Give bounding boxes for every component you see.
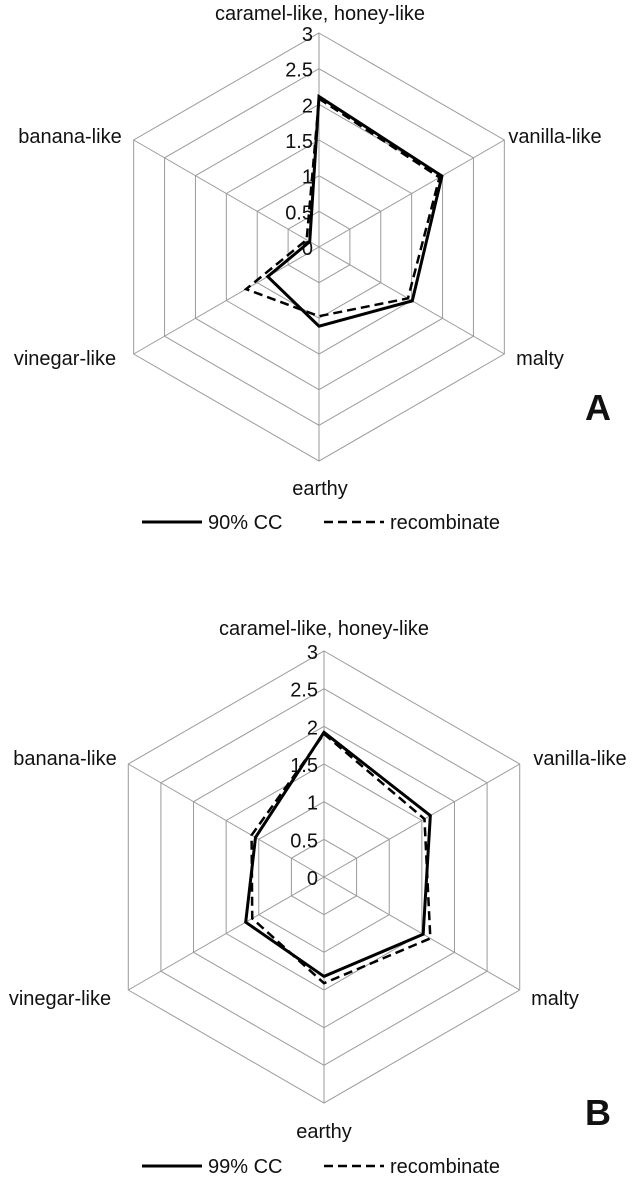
axis-label: banana-like [13,748,116,770]
tick-label: 3 [302,24,313,46]
grid-spoke [128,763,325,878]
axis-label: earthy [296,1121,352,1143]
axis-label: vinegar-like [9,988,111,1010]
panel-label: B [585,1092,611,1133]
grid-spoke [133,139,320,248]
axis-label: vanilla-like [533,748,626,770]
panel-label: A [585,387,611,428]
series-dashed-line [250,732,432,985]
legend-label: recombinate [390,512,500,534]
tick-label: 1 [302,167,313,189]
axis-label: malty [531,988,579,1010]
tick-label: 0.5 [290,830,318,852]
tick-label: 0.5 [285,202,313,224]
legend: 99% CC recombinate [142,1156,500,1178]
axis-label: caramel-like, honey-like [215,3,425,25]
axis-label: vanilla-like [508,126,601,148]
axis-label: malty [516,348,564,370]
legend: 90% CC recombinate [142,512,500,534]
legend-label: 90% CC [208,512,282,534]
tick-label: 1 [307,793,318,815]
legend-label: 99% CC [208,1156,282,1178]
grid-spoke [133,246,320,355]
tick-label: 2 [307,717,318,739]
tick-label: 2.5 [285,60,313,82]
grid-spoke [318,139,505,248]
axis-label: earthy [292,478,348,500]
axis-label: vinegar-like [14,348,116,370]
series-solid-line [244,730,432,979]
axis-label: caramel-like, honey-like [219,618,429,640]
grid-spoke [128,876,325,991]
tick-label: 3 [307,642,318,664]
axis-label: banana-like [18,126,121,148]
tick-label: 2 [302,95,313,117]
tick-label: 0 [307,868,318,890]
series-dashed-line [243,96,441,318]
tick-label: 2.5 [290,680,318,702]
tick-label: 0 [302,238,313,260]
legend-label: recombinate [390,1156,500,1178]
tick-label: 1.5 [285,131,313,153]
grid-spoke [323,763,520,878]
series-solid-line [265,93,444,328]
